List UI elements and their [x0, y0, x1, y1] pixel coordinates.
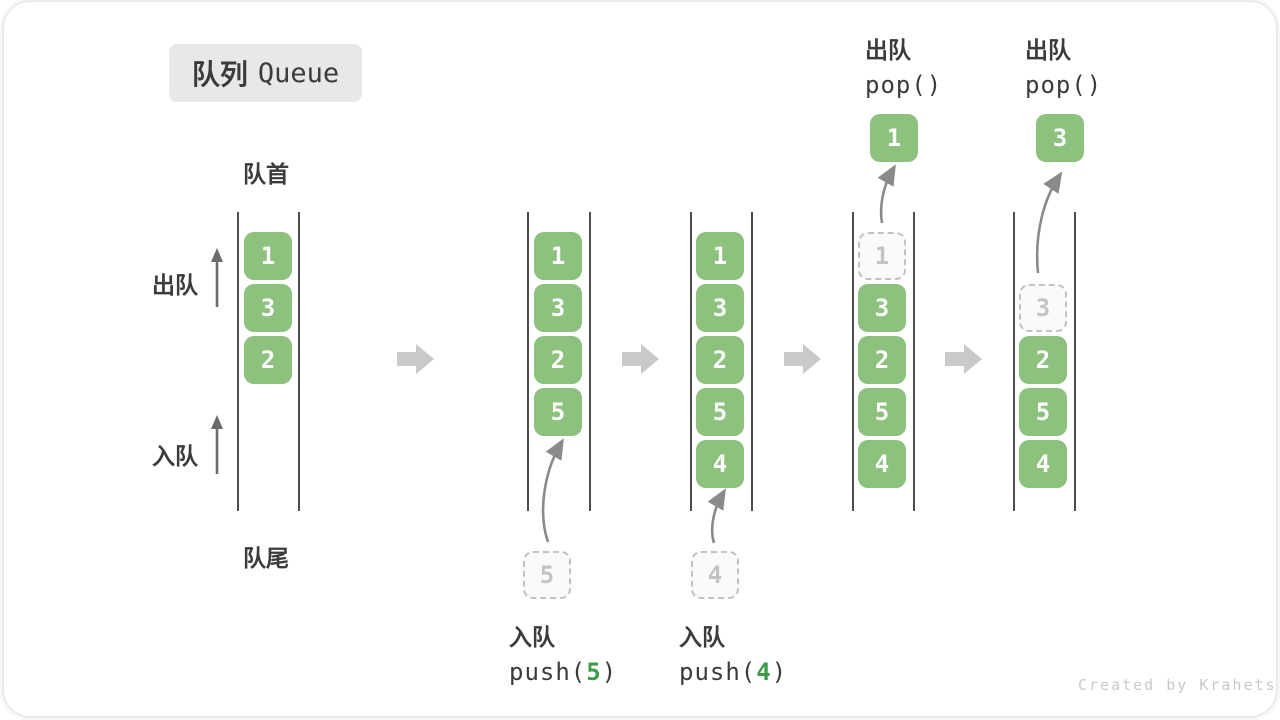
queue4-box: 2 — [858, 336, 906, 384]
queue4-right-rail — [913, 212, 915, 511]
queue2-box: 3 — [534, 284, 582, 332]
pop-b-code: pop() — [1025, 71, 1103, 99]
queue5-popped-box: 3 — [1036, 114, 1084, 162]
label-queue-front: 队首 — [243, 161, 289, 187]
queue1-right-rail — [298, 212, 300, 511]
push5-arg: 5 — [586, 658, 602, 686]
enqueue-up-arrow-icon — [211, 415, 223, 474]
push5-code: push(5) — [509, 658, 618, 686]
queue4-left-rail — [852, 212, 854, 511]
step-arrow-icon — [945, 344, 982, 374]
push4-operation-label: 入队 push(4) — [679, 618, 787, 686]
step-arrow-icon — [784, 344, 821, 374]
queue3-box: 1 — [696, 232, 744, 280]
queue3-box: 2 — [696, 336, 744, 384]
push5-label-zh: 入队 — [509, 624, 555, 650]
dequeue-curve-arrow-icon — [1035, 171, 1063, 274]
pop-b-label-zh: 出队 — [1025, 37, 1071, 63]
queue1-box: 2 — [244, 336, 292, 384]
pop-a-operation-label: 出队 pop() — [865, 31, 942, 99]
queue5-box: 4 — [1019, 440, 1067, 488]
queue3-incoming-box: 4 — [691, 551, 739, 599]
queue4-popped-box: 1 — [870, 114, 918, 162]
queue4-box: 4 — [858, 440, 906, 488]
queue2-box: 2 — [534, 336, 582, 384]
pop-b-operation-label: 出队 pop() — [1025, 31, 1102, 99]
queue2-left-rail — [527, 212, 529, 511]
push5-operation-label: 入队 push(5) — [509, 618, 617, 686]
queue3-box: 4 — [696, 440, 744, 488]
footer-credit: Created by Krahets — [1078, 676, 1277, 694]
queue5-removed-box: 3 — [1019, 284, 1067, 332]
enqueue-curve-arrow-icon — [707, 488, 726, 544]
pop-a-label-zh: 出队 — [865, 37, 911, 63]
queue5-right-rail — [1074, 212, 1076, 511]
dequeue-up-arrow-icon — [211, 248, 223, 307]
queue3-right-rail — [751, 212, 753, 511]
queue1-left-rail — [237, 212, 239, 511]
push4-arg: 4 — [756, 658, 772, 686]
enqueue-curve-arrow-icon — [541, 438, 564, 543]
queue5-left-rail — [1013, 212, 1015, 511]
queue3-left-rail — [690, 212, 692, 511]
queue1-box: 3 — [244, 284, 292, 332]
pop-a-code: pop() — [865, 71, 943, 99]
queue5-box: 5 — [1019, 388, 1067, 436]
queue2-box: 5 — [534, 388, 582, 436]
label-dequeue: 出队 — [152, 272, 198, 298]
queue3-box: 3 — [696, 284, 744, 332]
title-badge: 队列 Queue — [169, 44, 362, 102]
queue2-incoming-box: 5 — [523, 551, 571, 599]
step-arrow-icon — [622, 344, 659, 374]
label-enqueue: 入队 — [152, 443, 198, 469]
queue4-box: 5 — [858, 388, 906, 436]
queue1-box: 1 — [244, 232, 292, 280]
queue4-box: 3 — [858, 284, 906, 332]
title-zh: 队列 — [191, 59, 248, 90]
label-queue-rear: 队尾 — [243, 545, 289, 571]
dequeue-curve-arrow-icon — [877, 164, 896, 224]
queue3-box: 5 — [696, 388, 744, 436]
queue5-box: 2 — [1019, 336, 1067, 384]
queue2-box: 1 — [534, 232, 582, 280]
queue4-removed-box: 1 — [858, 232, 906, 280]
step-arrow-icon — [397, 344, 434, 374]
title-en: Queue — [257, 57, 340, 89]
queue2-right-rail — [589, 212, 591, 511]
push4-label-zh: 入队 — [679, 624, 725, 650]
push4-code: push(4) — [679, 658, 788, 686]
